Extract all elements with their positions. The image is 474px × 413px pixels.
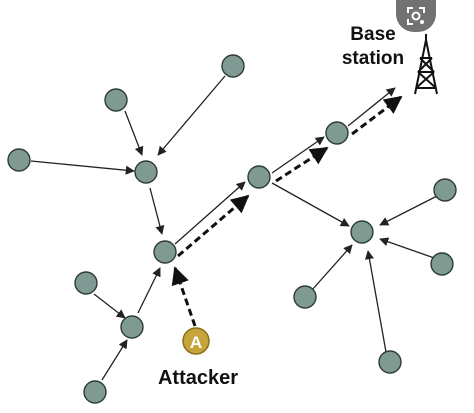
- edges-solid: [30, 75, 441, 381]
- sensor-node: [153, 240, 177, 264]
- edges-dashed-attack: [171, 95, 403, 327]
- base-station-label-line2: station: [342, 48, 404, 69]
- sensor-node: [74, 271, 98, 295]
- image-search-lens-icon: [407, 7, 425, 25]
- edge-n8-to-n6: [137, 267, 161, 314]
- sensor-nodes: [7, 54, 457, 404]
- dashed-edge-n10-to-n11: [275, 146, 329, 183]
- attacker-label: Attacker: [158, 367, 238, 389]
- edge-n7-to-n8: [93, 293, 126, 319]
- sensor-node: [430, 252, 454, 276]
- sensor-node: [83, 380, 107, 404]
- attacker-badge-letter: A: [190, 333, 202, 352]
- sensor-node: [293, 285, 317, 309]
- edge-n11-to-base: [347, 87, 396, 127]
- edge-n6-to-n10: [174, 181, 246, 245]
- image-search-lens-button[interactable]: [396, 0, 436, 32]
- base-station-label-line1: Base: [350, 24, 395, 45]
- sensor-node: [378, 350, 402, 374]
- edge-n1-to-n5: [124, 110, 144, 156]
- edge-n9-to-n8: [101, 339, 128, 381]
- edge-n14-to-n12: [379, 237, 441, 261]
- sensor-node: [350, 220, 374, 244]
- edge-n5-to-n6: [149, 187, 165, 235]
- radio-tower-icon: [414, 34, 438, 95]
- edge-n10-to-n11: [271, 136, 325, 174]
- attacker-badge: [182, 327, 210, 355]
- dashed-edge-attacker-to-n6: [171, 266, 197, 327]
- edge-n16-to-n12: [364, 250, 387, 353]
- edge-n15-to-n12: [311, 244, 353, 291]
- sensor-node: [247, 165, 271, 189]
- sensor-node: [7, 148, 31, 172]
- sensor-node: [134, 160, 158, 184]
- edge-n10-to-n12: [271, 182, 350, 227]
- edge-n2-to-n5: [157, 75, 226, 156]
- sensor-node: [325, 121, 349, 145]
- edge-n13-to-n12: [379, 195, 438, 226]
- sensor-node: [221, 54, 245, 78]
- edge-n4-to-n5: [30, 160, 135, 175]
- sensor-node: [104, 88, 128, 112]
- dashed-edge-n6-to-n10: [177, 194, 250, 258]
- sensor-node: [433, 178, 457, 202]
- sensor-node: [120, 315, 144, 339]
